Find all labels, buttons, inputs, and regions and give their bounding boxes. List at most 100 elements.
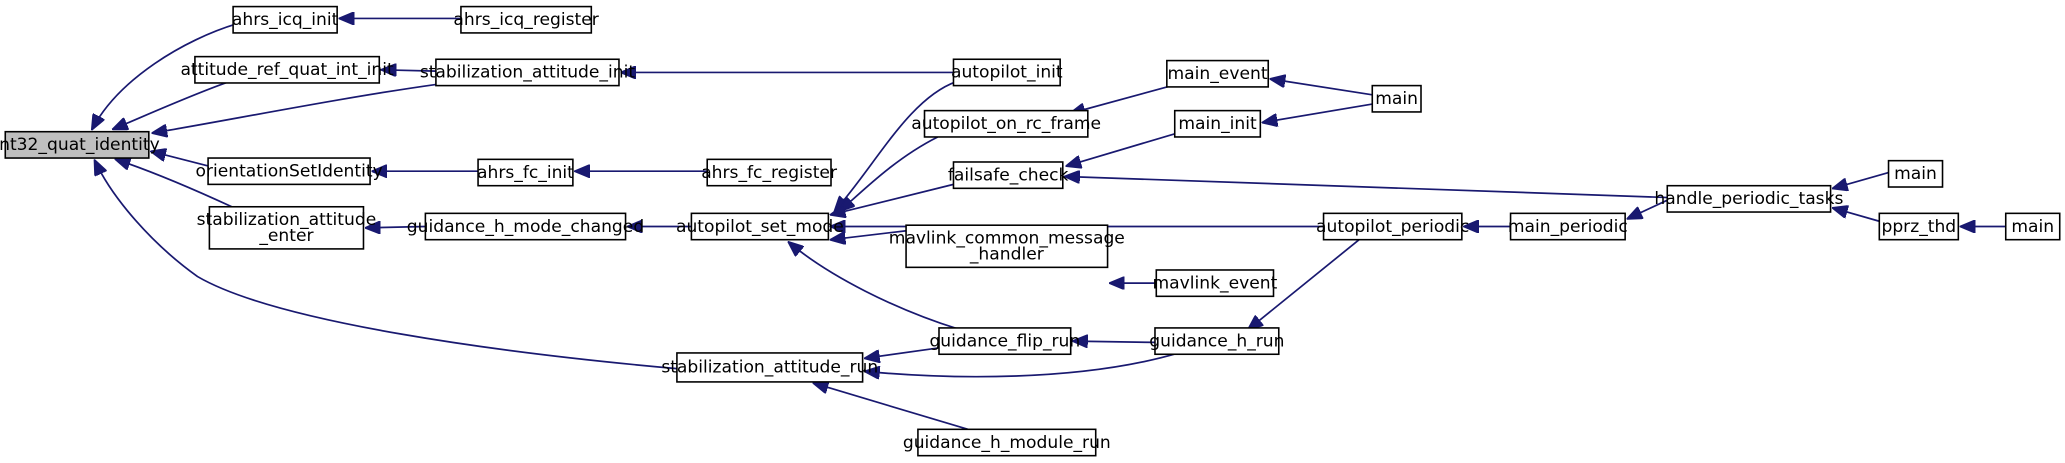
node-box [1322,212,1463,241]
node-guidance_h_mode_changed[interactable]: guidance_h_mode_changed [407,212,644,241]
node-box [1887,159,1944,188]
node-main_event[interactable]: main_event [1166,59,1270,88]
node-layer: int32_quat_identity ahrs_icq_init ahrs_icq… [0,5,2061,457]
node-box [1509,212,1626,241]
node-label: autopilot_periodic [1316,217,1469,237]
edge-guidance_flip_run-to-autopilot_set_mode [789,242,960,331]
edge-guidance_h_run-to-guidance_flip_run [1073,341,1155,342]
node-label: int32_quat_identity [0,135,160,155]
edge-guidance_flip_run-to-stabilization_attitude_run [865,346,941,359]
node-main_top[interactable]: main [1371,84,1422,113]
node-box [1166,59,1270,88]
node-autopilot_periodic[interactable]: autopilot_periodic [1316,212,1469,241]
node-box [1154,327,1280,356]
edge-ahrs_icq_init-to-int32_quat_identity [92,22,238,129]
edge-mavlink_common_message_handler-to-autopilot_set_mode [831,229,909,239]
edge-main_top-to-main_event [1271,79,1373,96]
node-label: _enter [258,226,314,246]
node-box [1155,269,1275,298]
node-pprz_thd[interactable]: pprz_thd [1878,212,1960,241]
node-stabilization_attitude_enter[interactable]: stabilization_attitude_enter [197,205,377,250]
node-box [1173,109,1262,138]
edge-autopilot_on_rc_frame-to-autopilot_set_mode [840,136,939,211]
node-stabilization_attitude_init[interactable]: stabilization_attitude_init [420,58,636,87]
node-label: main_periodic [1508,217,1628,237]
node-box [905,224,1109,269]
node-box [208,205,365,250]
node-handle_periodic_tasks[interactable]: handle_periodic_tasks [1654,184,1844,213]
node-orientationSetIdentity[interactable]: orientationSetIdentity [195,157,383,186]
node-label: main [2011,217,2054,237]
node-box [2004,212,2061,241]
node-main_far[interactable]: main [2004,212,2061,241]
node-int32_quat_identity[interactable]: int32_quat_identity [0,130,160,159]
node-label: stabilization_attitude [197,210,377,230]
node-label: attitude_ref_quat_int_init [180,60,394,80]
edge-attitude_ref_quat_int_init-to-int32_quat_identity [113,79,234,129]
node-box [194,55,381,84]
node-main_init[interactable]: main_init [1173,109,1262,138]
node-label: guidance_flip_run [929,331,1080,351]
edge-guidance_h_module_run-to-stabilization_attitude_run [814,383,969,431]
node-ahrs_fc_register[interactable]: ahrs_fc_register [701,158,838,187]
node-label: pprz_thd [1881,217,1956,237]
node-mavlink_event[interactable]: mavlink_event [1152,269,1278,298]
node-label: ahrs_icq_init [232,10,339,30]
node-label: guidance_h_module_run [903,433,1111,453]
node-box [676,352,864,383]
node-label: mavlink_event [1152,273,1277,293]
node-label: autopilot_on_rc_frame [911,114,1101,134]
node-label: _handler [969,244,1045,264]
node-label: stabilization_attitude_run [661,358,878,378]
node-guidance_h_module_run[interactable]: guidance_h_module_run [903,428,1111,457]
node-label: autopilot_init [951,63,1063,83]
edge-main_event-to-autopilot_on_rc_frame [1071,84,1173,114]
node-guidance_flip_run[interactable]: guidance_flip_run [929,327,1080,356]
node-box [4,130,150,159]
node-autopilot_init[interactable]: autopilot_init [951,58,1063,87]
edge-main_top-to-main_init [1263,103,1373,122]
node-main_right[interactable]: main [1887,159,1944,188]
node-label: autopilot_set_mode [676,217,844,237]
node-box [952,161,1064,190]
node-ahrs_fc_init[interactable]: ahrs_fc_init [477,158,574,187]
node-autopilot_set_mode[interactable]: autopilot_set_mode [676,212,844,241]
edge-stabilization_attitude_init-to-attitude_ref_quat_int_init [382,70,436,71]
node-box [952,58,1061,87]
edge-stabilization_attitude_run-to-int32_quat_identity [95,161,679,370]
edge-autopilot_init-to-autopilot_set_mode [835,80,957,211]
node-label: stabilization_attitude_init [420,63,636,83]
node-guidance_h_run[interactable]: guidance_h_run [1149,327,1285,356]
node-box [1878,212,1960,241]
node-label: main [1894,164,1937,184]
node-main_periodic[interactable]: main_periodic [1508,212,1628,241]
edge-pprz_thd-to-handle_periodic_tasks [1833,208,1880,223]
edge-main_right-to-handle_periodic_tasks [1833,171,1889,189]
node-label: main [1375,89,1418,109]
node-ahrs_icq_register[interactable]: ahrs_icq_register [453,5,600,34]
node-attitude_ref_quat_int_init[interactable]: attitude_ref_quat_int_init [180,55,394,84]
node-autopilot_on_rc_frame[interactable]: autopilot_on_rc_frame [911,109,1101,138]
node-box [1666,184,1832,213]
node-box [706,158,832,187]
node-box [232,5,338,34]
edge-orientationSetIdentity-to-int32_quat_identity [151,151,209,167]
node-label: guidance_h_run [1149,331,1284,351]
edge-stabilization_attitude_enter-to-int32_quat_identity [116,159,233,208]
node-box [923,109,1089,138]
edge-main_init-to-failsafe_check [1067,132,1178,166]
node-stabilization_attitude_run[interactable]: stabilization_attitude_run [661,352,878,383]
node-label: failsafe_check [948,165,1069,185]
node-failsafe_check[interactable]: failsafe_check [948,161,1069,190]
node-label: main_event [1168,64,1268,84]
node-ahrs_icq_init[interactable]: ahrs_icq_init [232,5,339,34]
node-box [477,158,574,187]
node-label: handle_periodic_tasks [1654,189,1843,209]
node-box [690,212,830,241]
node-mavlink_common_message_handler[interactable]: mavlink_common_message_handler [889,224,1125,269]
node-label: main_init [1178,114,1257,134]
node-label: guidance_h_mode_changed [407,217,644,237]
edge-guidance_h_run-to-stabilization_attitude_run [865,352,1179,377]
node-label: orientationSetIdentity [195,161,382,181]
